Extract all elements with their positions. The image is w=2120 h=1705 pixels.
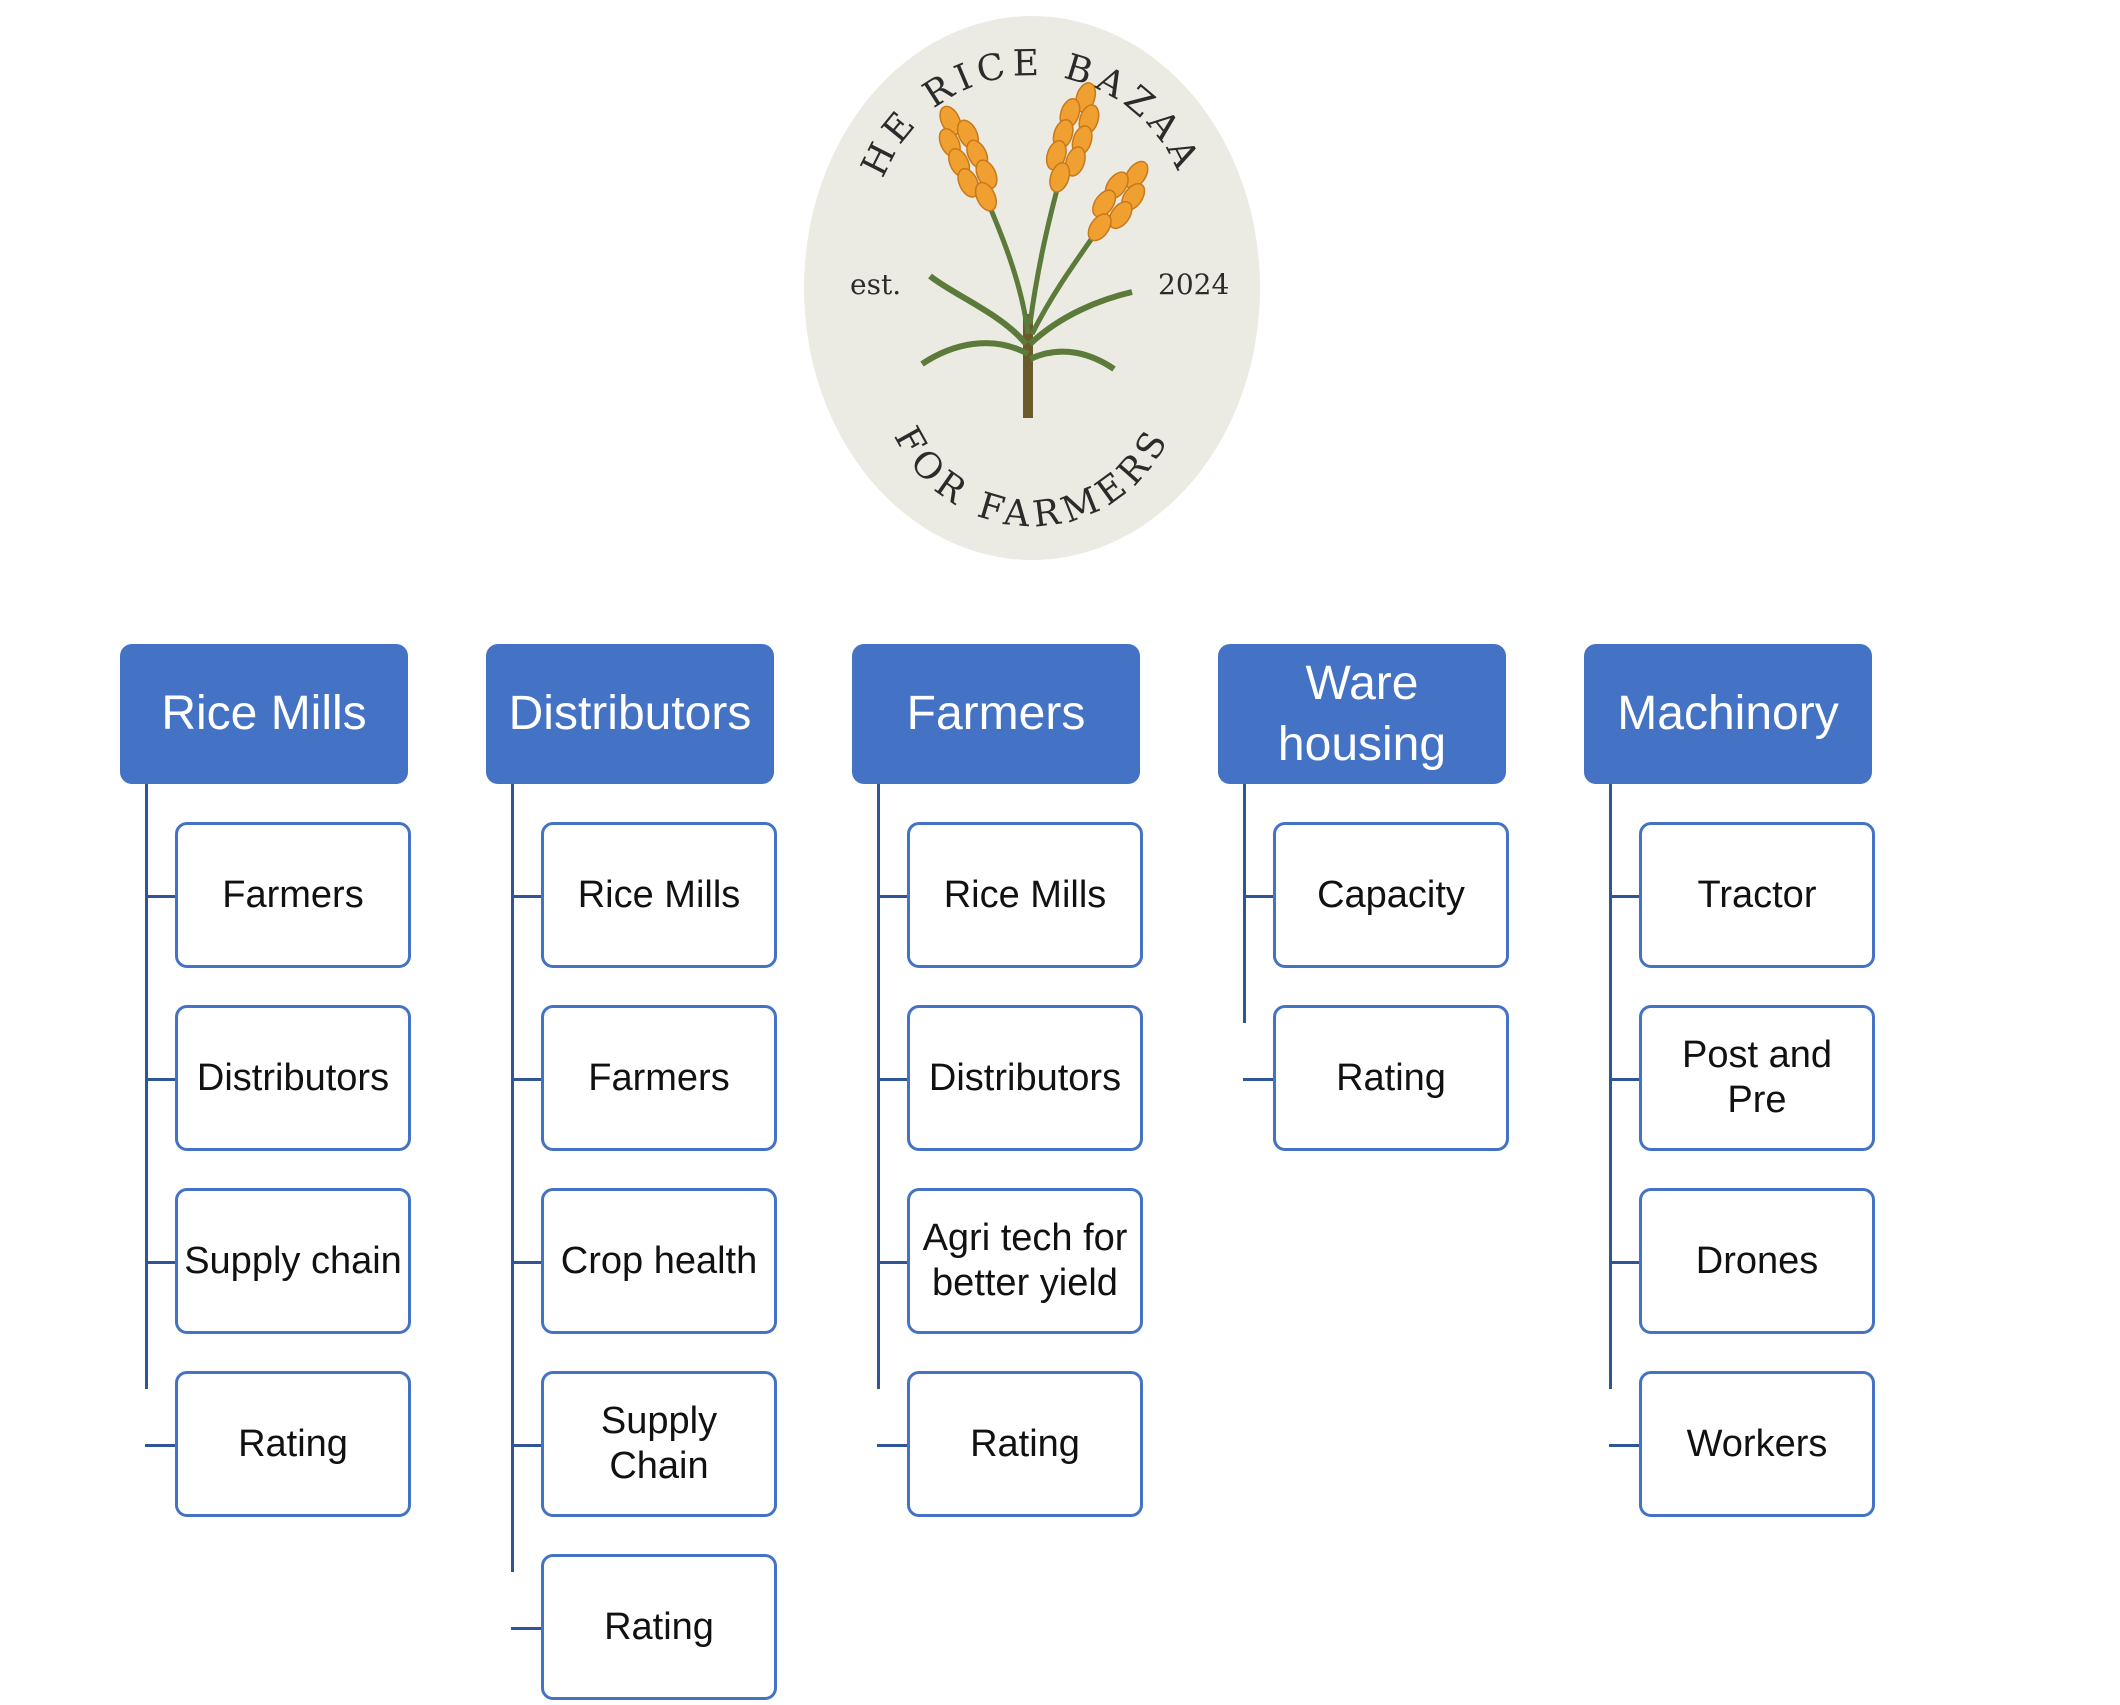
connector-line: [877, 1444, 907, 1447]
node-crop-health: Crop health: [541, 1188, 777, 1334]
column-farmers: Farmers Rice Mills Distributors Agri tec…: [852, 644, 1172, 1704]
rice-plant-icon: [920, 79, 1154, 418]
connector-line: [145, 1078, 175, 1081]
node-supply-chain: Supply chain: [175, 1188, 411, 1334]
node-distributors: Distributors: [907, 1005, 1143, 1151]
connector-spine: [145, 784, 148, 1389]
node-supply-chain: Supply Chain: [541, 1371, 777, 1517]
connector-line: [1243, 1078, 1273, 1081]
connector-line: [1243, 895, 1273, 898]
column-distributors: Distributors Rice Mills Farmers Crop hea…: [486, 644, 806, 1704]
connector-spine: [877, 784, 880, 1389]
connector-line: [877, 1078, 907, 1081]
connector-line: [1609, 1078, 1639, 1081]
connector-line: [511, 1627, 541, 1630]
node-rating: Rating: [175, 1371, 411, 1517]
connector-line: [1609, 1261, 1639, 1264]
connector-line: [1609, 1444, 1639, 1447]
node-rice-mills: Rice Mills: [907, 822, 1143, 968]
connector-line: [511, 895, 541, 898]
connector-line: [511, 1078, 541, 1081]
node-drones: Drones: [1639, 1188, 1875, 1334]
connector-spine: [511, 784, 514, 1572]
connector-line: [877, 1261, 907, 1264]
connector-line: [877, 895, 907, 898]
node-distributors: Distributors: [175, 1005, 411, 1151]
header-rice-mills: Rice Mills: [120, 644, 408, 784]
node-capacity: Capacity: [1273, 822, 1509, 968]
node-farmers: Farmers: [541, 1005, 777, 1151]
rice-bazaar-logo: THE RICE BAZAAR FOR FARMERS est. 2024: [802, 14, 1260, 560]
header-machinory: Machinory: [1584, 644, 1872, 784]
node-tractor: Tractor: [1639, 822, 1875, 968]
node-rating: Rating: [1273, 1005, 1509, 1151]
node-workers: Workers: [1639, 1371, 1875, 1517]
column-machinory: Machinory Tractor Post and Pre Drones Wo…: [1584, 644, 1904, 1704]
node-post-and-pre: Post and Pre: [1639, 1005, 1875, 1151]
node-rice-mills: Rice Mills: [541, 822, 777, 968]
column-ware-housing: Ware housing Capacity Rating: [1218, 644, 1538, 1704]
header-ware-housing: Ware housing: [1218, 644, 1506, 784]
connector-spine: [1609, 784, 1612, 1389]
connector-spine: [1243, 784, 1246, 1023]
connector-line: [511, 1444, 541, 1447]
node-farmers: Farmers: [175, 822, 411, 968]
header-farmers: Farmers: [852, 644, 1140, 784]
connector-line: [145, 1444, 175, 1447]
node-agri-tech: Agri tech for better yield: [907, 1188, 1143, 1334]
connector-line: [145, 1261, 175, 1264]
connector-line: [511, 1261, 541, 1264]
connector-line: [145, 895, 175, 898]
node-rating: Rating: [907, 1371, 1143, 1517]
column-rice-mills: Rice Mills Farmers Distributors Supply c…: [120, 644, 440, 1704]
node-rating: Rating: [541, 1554, 777, 1700]
connector-line: [1609, 895, 1639, 898]
logo-year-text: 2024: [1158, 268, 1229, 301]
header-distributors: Distributors: [486, 644, 774, 784]
logo-est-text: est.: [850, 268, 901, 301]
